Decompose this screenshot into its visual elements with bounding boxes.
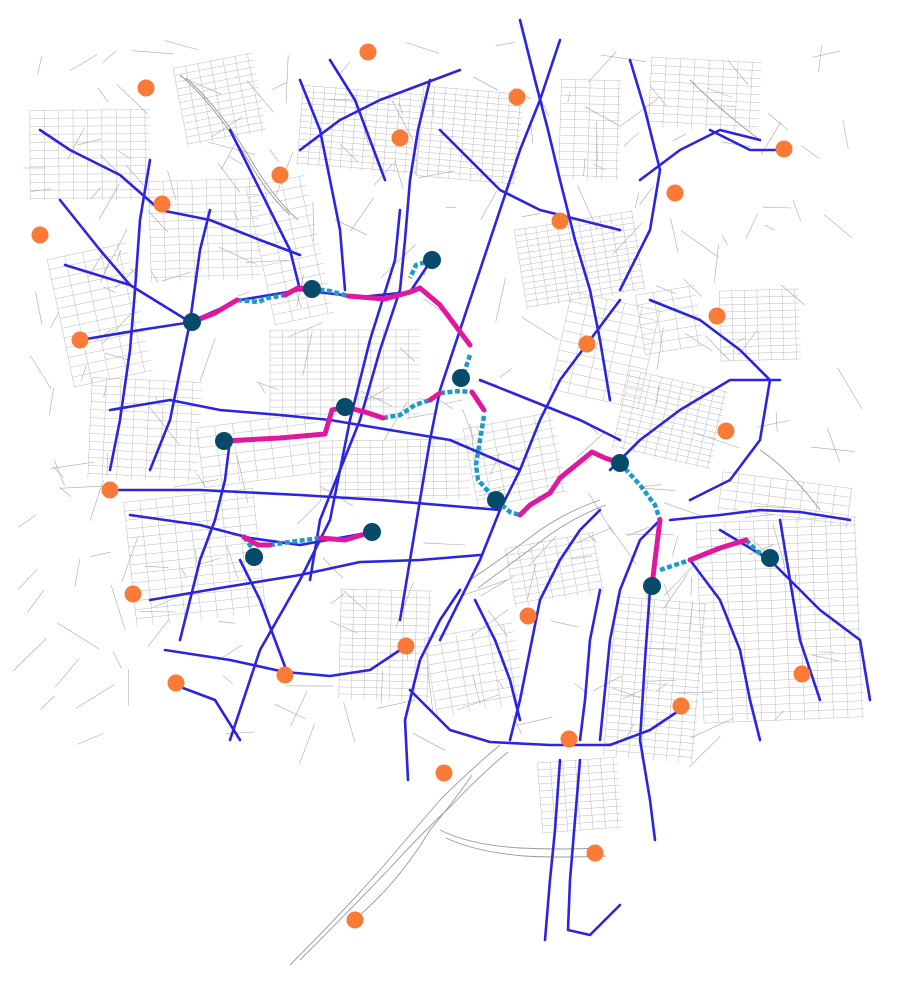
poi-marker[interactable]: [71, 331, 89, 349]
stop-marker[interactable]: [363, 523, 381, 541]
poi-marker[interactable]: [560, 730, 578, 748]
poi-marker[interactable]: [508, 88, 526, 106]
stop-marker[interactable]: [183, 313, 201, 331]
poi-marker[interactable]: [391, 129, 409, 147]
poi-marker[interactable]: [31, 226, 49, 244]
stop-marker[interactable]: [452, 369, 470, 387]
poi-marker[interactable]: [124, 585, 142, 603]
poi-marker[interactable]: [435, 764, 453, 782]
stop-marker[interactable]: [303, 280, 321, 298]
poi-marker[interactable]: [793, 665, 811, 683]
poi-marker[interactable]: [578, 335, 596, 353]
poi-marker[interactable]: [359, 43, 377, 61]
stop-marker[interactable]: [487, 491, 505, 509]
poi-marker[interactable]: [519, 607, 537, 625]
poi-marker[interactable]: [397, 637, 415, 655]
stop-marker[interactable]: [611, 454, 629, 472]
poi-marker[interactable]: [167, 674, 185, 692]
poi-marker[interactable]: [717, 422, 735, 440]
poi-marker[interactable]: [276, 666, 294, 684]
stop-marker[interactable]: [761, 549, 779, 567]
poi-marker-layer: [31, 43, 811, 929]
poi-marker[interactable]: [137, 79, 155, 97]
stop-marker[interactable]: [643, 577, 661, 595]
stop-marker[interactable]: [423, 251, 441, 269]
stop-marker-layer: [183, 251, 779, 595]
stop-marker[interactable]: [245, 548, 263, 566]
poi-marker[interactable]: [708, 307, 726, 325]
railway-lines: [179, 74, 821, 966]
poi-marker[interactable]: [153, 195, 171, 213]
primary-routes: [189, 285, 749, 589]
stop-marker[interactable]: [336, 398, 354, 416]
poi-marker[interactable]: [346, 911, 364, 929]
poi-marker[interactable]: [586, 844, 604, 862]
poi-marker[interactable]: [775, 140, 793, 158]
poi-marker[interactable]: [101, 481, 119, 499]
stop-marker[interactable]: [215, 432, 233, 450]
poi-marker[interactable]: [551, 212, 569, 230]
poi-marker[interactable]: [672, 697, 690, 715]
poi-marker[interactable]: [271, 166, 289, 184]
poi-marker[interactable]: [666, 184, 684, 202]
